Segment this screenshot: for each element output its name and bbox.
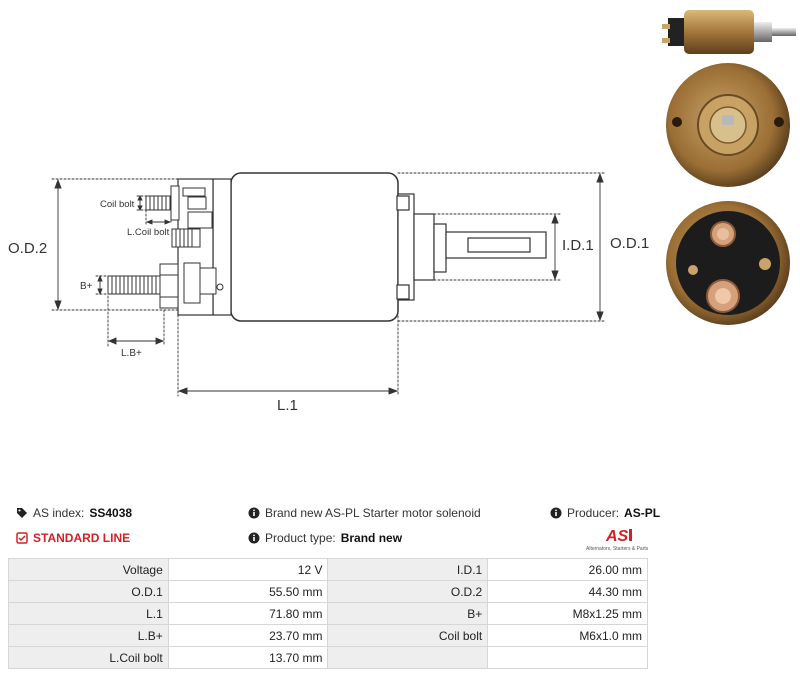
plunger <box>396 193 547 301</box>
spec-value: 44.30 mm <box>487 580 648 603</box>
info-icon <box>550 507 562 519</box>
lbplus-dimension <box>107 295 165 347</box>
standard-line: STANDARD LINE <box>16 531 130 545</box>
l-coil-bolt-label: L.Coil bolt <box>127 227 170 238</box>
producer: Producer: AS-PL <box>550 506 660 520</box>
id1-dimension <box>433 213 561 281</box>
coil-bolt <box>145 185 201 248</box>
od1-label: O.D.1 <box>610 235 649 252</box>
spec-label: O.D.2 <box>327 580 489 603</box>
bplus-label: B+ <box>80 281 93 292</box>
as-index-label: AS index: <box>33 506 85 520</box>
logo-tagline: Alternators, Starters & Parts <box>586 546 649 552</box>
spec-value: 13.70 mm <box>167 646 329 669</box>
as-index: AS index: SS4038 <box>16 506 132 520</box>
as-index-value: SS4038 <box>89 506 133 520</box>
product-type: Product type: Brand new <box>248 531 402 545</box>
checkbox-icon <box>16 532 28 544</box>
info-icon <box>248 532 260 544</box>
logo-mark: AS <box>605 528 629 545</box>
bplus-dimension <box>95 274 109 296</box>
spec-label: L.B+ <box>8 624 169 647</box>
product-photo-front <box>666 63 790 187</box>
spec-value: M6x1.0 mm <box>487 624 648 647</box>
od2-dimension <box>51 178 179 311</box>
end-cap <box>212 178 232 316</box>
product-type-value: Brand new <box>340 531 403 545</box>
product-photo-side <box>662 10 796 54</box>
standard-line-label: STANDARD LINE <box>33 531 131 545</box>
solenoid-technical-drawing: O.D.2 O.D.1 I.D.1 L.1 L.B+ <box>8 172 649 414</box>
spec-label: B+ <box>327 602 489 625</box>
spec-value: 71.80 mm <box>167 602 329 625</box>
od1-dimension <box>397 172 607 322</box>
producer-label: Producer: <box>567 506 620 520</box>
spec-label: Voltage <box>8 558 169 581</box>
spec-value: M8x1.25 mm <box>487 602 648 625</box>
spec-value: 55.50 mm <box>167 580 329 603</box>
spec-value: 23.70 mm <box>167 624 329 647</box>
coil-bolt-dimension <box>136 194 147 212</box>
info-icon <box>248 507 260 519</box>
spec-label: Coil bolt <box>327 624 489 647</box>
product-photo-rear <box>666 201 790 325</box>
l-coil-bolt-dimension <box>145 209 172 225</box>
as-pl-logo: AS Alternators, Starters & Parts <box>586 524 650 554</box>
spec-label: O.D.1 <box>8 580 169 603</box>
spec-value: 12 V <box>167 558 329 581</box>
lbplus-label: L.B+ <box>121 348 142 359</box>
id1-label: I.D.1 <box>562 237 594 254</box>
spec-label: I.D.1 <box>327 558 489 581</box>
coil-bolt-label: Coil bolt <box>100 199 135 210</box>
spec-value: 26.00 mm <box>487 558 648 581</box>
product-description: Brand new AS-PL Starter motor solenoid <box>248 506 481 520</box>
description-text: Brand new AS-PL Starter motor solenoid <box>265 506 481 520</box>
spec-label <box>327 646 489 669</box>
spec-label: L.Coil bolt <box>8 646 169 669</box>
solenoid-body <box>230 172 399 322</box>
l1-label: L.1 <box>277 397 298 414</box>
b-plus-bolt <box>107 263 179 309</box>
spec-label: L.1 <box>8 602 169 625</box>
tag-icon <box>16 507 28 519</box>
spec-value <box>487 646 648 669</box>
od2-label: O.D.2 <box>8 240 47 257</box>
product-type-label: Product type: <box>265 531 336 545</box>
producer-value: AS-PL <box>624 506 661 520</box>
l1-dimension <box>177 299 399 397</box>
